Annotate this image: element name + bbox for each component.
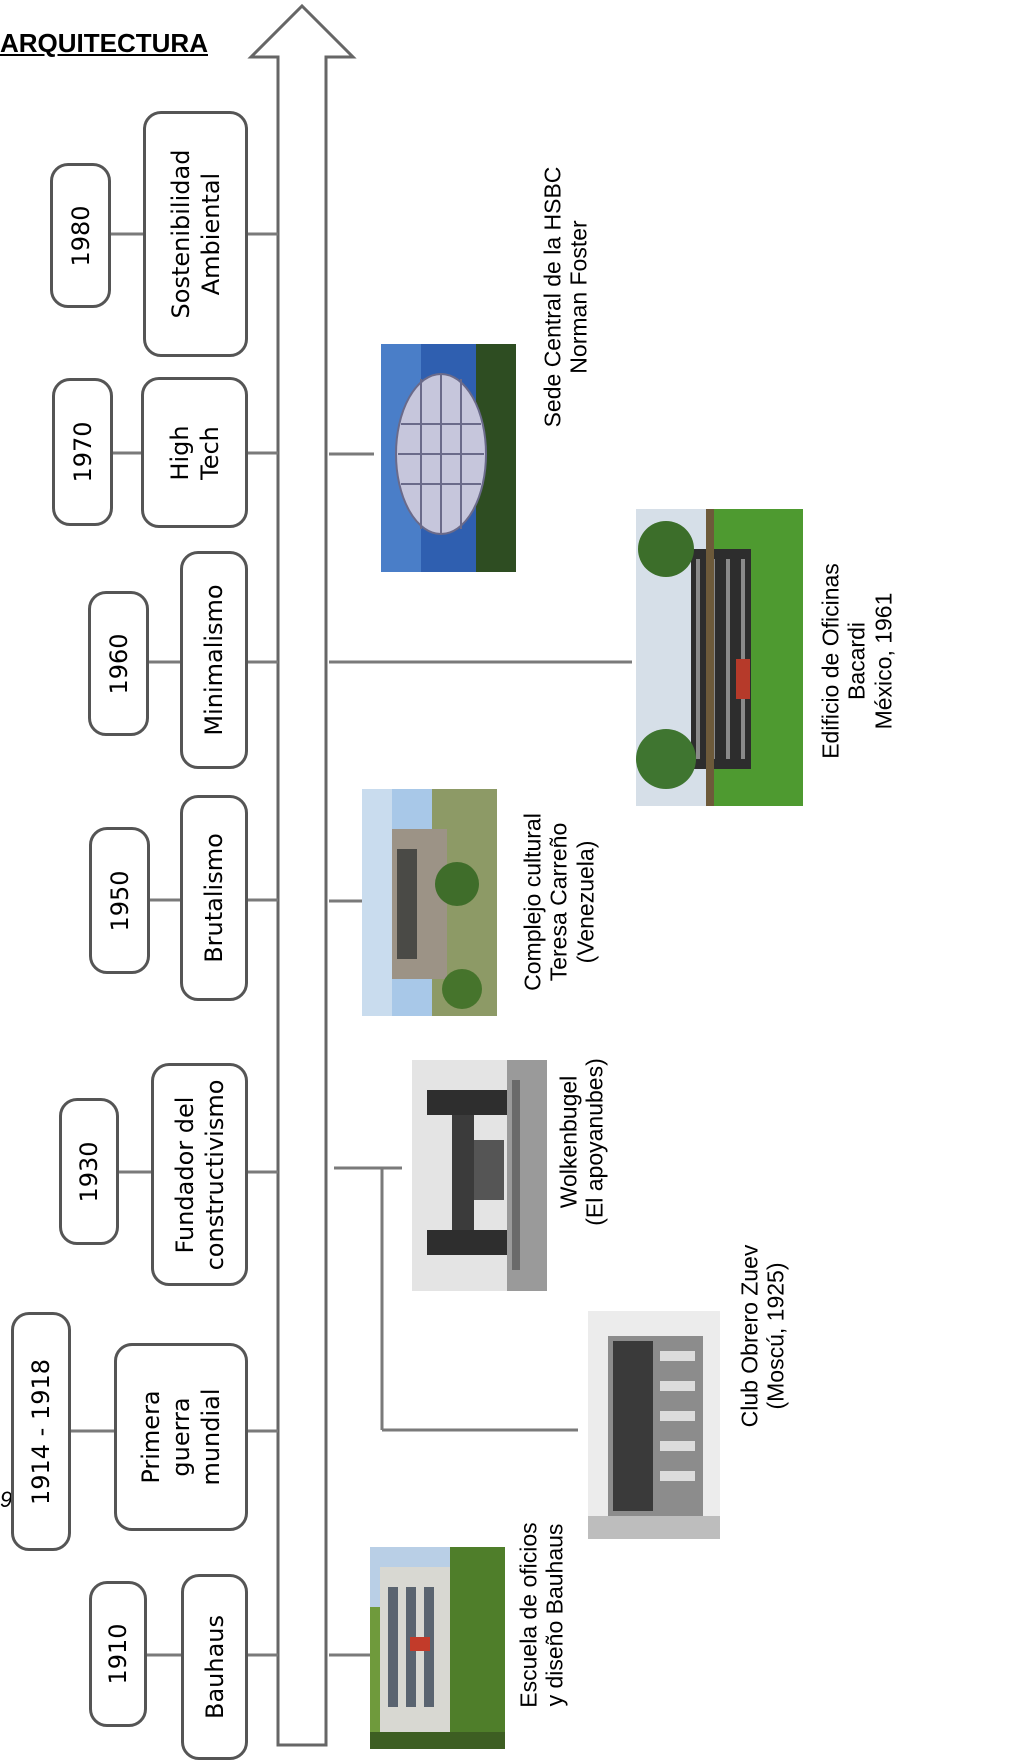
movement-box-bauhaus: Bauhaus [181,1574,248,1760]
timeline-connectors [71,232,632,1657]
year-box-1970: 1970 [52,378,113,526]
photo-hsbc-headquarters [381,344,516,572]
photo-bauhaus-building [370,1547,505,1749]
photo-wolkenbugel [412,1060,547,1291]
photo-bacardi-offices [636,509,803,806]
caption-bauhaus: Escuela de oficios y diseño Bauhaus [515,1522,568,1708]
caption-wolkenbugel: Wolkenbugel (El apoyanubes) [555,1058,608,1226]
movement-box-minimalismo: Minimalismo [180,551,248,769]
caption-club-obrero-zuev: Club Obrero Zuev (Moscú, 1925) [736,1244,789,1428]
movement-box-primera-guerra-mundial: Primera guerra mundial [114,1343,248,1531]
movement-box-constructivismo: Fundador del constructivismo [151,1063,248,1286]
photo-teresa-carreno [362,789,497,1016]
caption-bacardi: Edificio de Oficinas Bacardi México, 196… [817,563,897,759]
timeline-arrow [247,3,357,1747]
page-number: 9 [0,1487,13,1512]
year-box-1960: 1960 [88,591,149,736]
caption-teresa-carreno: Complejo cultural Teresa Carreño (Venezu… [519,813,599,991]
year-box-1930: 1930 [59,1098,119,1245]
year-box-1950: 1950 [89,827,150,974]
movement-box-high-tech: High Tech [141,377,248,528]
movement-box-brutalismo: Brutalismo [180,795,248,1001]
year-box-1980: 1980 [50,163,111,308]
year-box-1914-1918: 1914 - 1918 [11,1312,71,1551]
movement-box-sostenibilidad: Sostenibilidad Ambiental [143,111,248,357]
caption-hsbc: Sede Central de la HSBC Norman Foster [539,166,592,428]
photo-club-obrero-zuev [588,1311,720,1539]
year-box-1910: 1910 [89,1581,147,1727]
page-heading: ARQUITECTURA [0,28,208,58]
